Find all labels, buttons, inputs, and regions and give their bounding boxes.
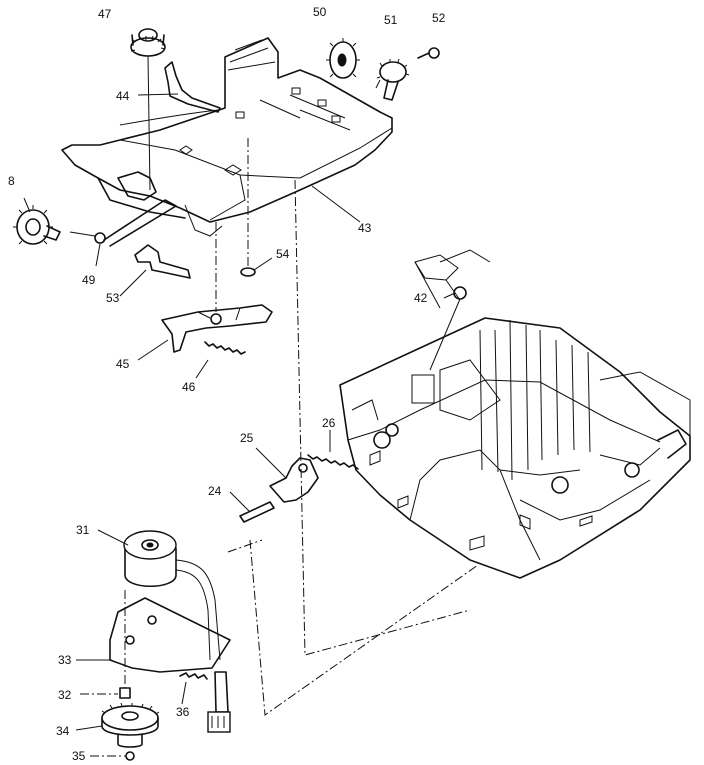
- callout-36: 36: [176, 705, 190, 719]
- lever-44: [137, 61, 221, 113]
- bracket-53: [119, 244, 191, 297]
- callout-51: 51: [384, 13, 398, 27]
- callout-42: 42: [414, 291, 428, 305]
- gear-51: [375, 58, 410, 101]
- bushing-42: [429, 286, 467, 371]
- spring-46: [195, 341, 246, 379]
- plate-33: [76, 597, 231, 673]
- callout-25: 25: [240, 431, 254, 445]
- gear-50: [326, 38, 360, 79]
- gear-34: [75, 702, 160, 748]
- cable-connector: [207, 671, 231, 733]
- screw-32: [80, 590, 131, 699]
- lever-25: [255, 447, 319, 503]
- leader-dash-a: [294, 179, 471, 656]
- main-chassis: [339, 249, 691, 579]
- leader-dash-b: [249, 539, 479, 716]
- spring-36: [179, 672, 208, 705]
- callout-34: 34: [56, 724, 70, 738]
- callout-45: 45: [116, 357, 130, 371]
- leader-dash-c: [227, 539, 263, 553]
- callout-47: 47: [98, 7, 112, 21]
- callout-52: 52: [432, 11, 446, 25]
- bracket-near-47: [117, 171, 157, 201]
- callout-35: 35: [72, 749, 86, 763]
- motor-31: [97, 529, 221, 661]
- callout-24: 24: [208, 484, 222, 498]
- callout-50: 50: [313, 5, 327, 19]
- callout-32: 32: [58, 688, 72, 702]
- callout-33: 33: [58, 653, 72, 667]
- washer-54: [240, 138, 273, 277]
- lever-45: [137, 222, 273, 361]
- callout-44: 44: [116, 89, 130, 103]
- link-arm: [103, 199, 177, 247]
- clip-49: [69, 231, 106, 267]
- callout-8: 8: [8, 174, 15, 188]
- gear-8: [13, 197, 61, 245]
- callout-53: 53: [106, 291, 120, 305]
- pin-24: [229, 491, 275, 523]
- callout-26: 26: [322, 416, 336, 430]
- callout-46: 46: [182, 380, 196, 394]
- gear-47: [130, 28, 166, 191]
- callout-31: 31: [76, 523, 90, 537]
- screw-52: [417, 47, 440, 59]
- callout-54: 54: [276, 247, 290, 261]
- callout-43: 43: [358, 221, 372, 235]
- callout-49: 49: [82, 273, 96, 287]
- pin-35: [90, 751, 135, 761]
- frame-plate-43: [61, 37, 393, 237]
- spring-26: [307, 430, 359, 470]
